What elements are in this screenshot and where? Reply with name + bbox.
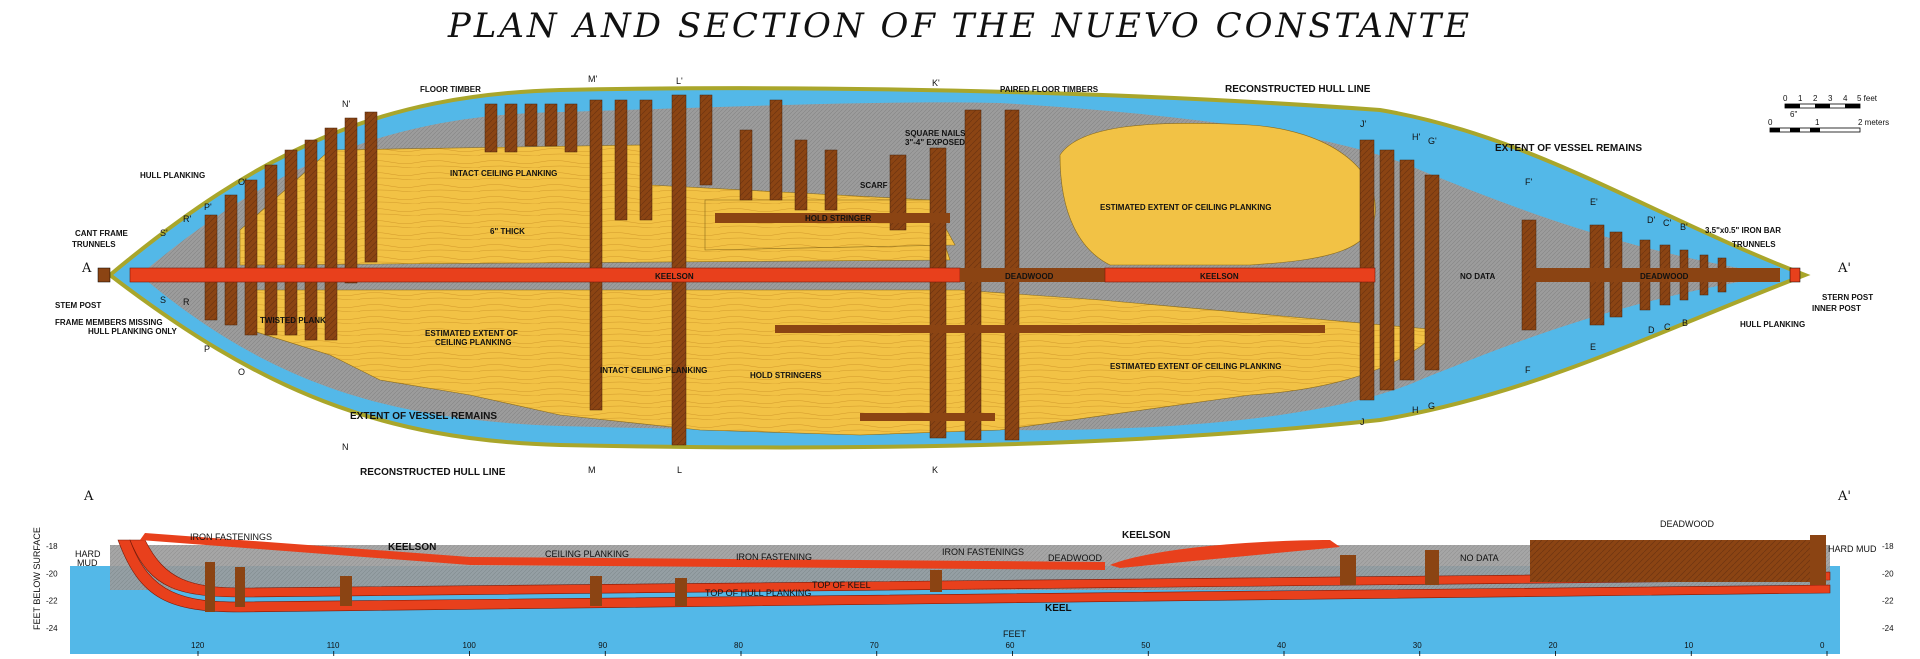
marker-top: E' xyxy=(1590,197,1598,207)
marker-bottom: F xyxy=(1525,365,1531,375)
scale-feet-1: 1 xyxy=(1798,94,1803,103)
diagram-title: PLAN AND SECTION OF THE NUEVO CONSTANTE xyxy=(447,6,1473,46)
label-extent-vessel-right: EXTENT OF VESSEL REMAINS xyxy=(1495,143,1642,154)
label-intact-ceiling-top: INTACT CEILING PLANKING xyxy=(450,169,557,178)
label-square-nails: SQUARE NAILS xyxy=(905,129,966,138)
marker-bottom: M xyxy=(588,465,596,475)
marker-a-prime: A' xyxy=(1837,261,1851,276)
label-floor-timber: FLOOR TIMBER xyxy=(420,85,481,94)
hold-stringer-top xyxy=(715,213,950,223)
marker-bottom: B xyxy=(1682,318,1688,328)
marker-top: D' xyxy=(1647,215,1655,225)
marker-bottom: N xyxy=(342,442,349,452)
label-hold-stringers: HOLD STRINGERS xyxy=(750,371,822,380)
scale-inch-mark: 6" xyxy=(1790,110,1797,119)
label-stem-post: STEM POST xyxy=(55,301,101,310)
marker-bottom: E xyxy=(1590,342,1596,352)
label-estimated-bottom-left-1: ESTIMATED EXTENT OF xyxy=(425,329,518,338)
marker-bottom: K xyxy=(932,465,938,475)
label-hull-planking-right: HULL PLANKING xyxy=(1740,320,1805,329)
label-cant-frame: CANT FRAME xyxy=(75,229,129,238)
marker-bottom: J xyxy=(1360,417,1365,427)
label-keelson-right: KEELSON xyxy=(1200,272,1239,281)
marker-bottom: S xyxy=(160,295,166,305)
marker-top: G' xyxy=(1428,136,1437,146)
label-hull-planking-only: HULL PLANKING ONLY xyxy=(88,327,178,336)
label-deadwood-mid: DEADWOOD xyxy=(1005,272,1054,281)
stem-post xyxy=(97,267,111,283)
label-hold-stringer: HOLD STRINGER xyxy=(805,214,871,223)
marker-a: A xyxy=(81,261,92,276)
marker-top: N' xyxy=(342,99,350,109)
marker-top: R' xyxy=(183,214,191,224)
deadwood-mid xyxy=(960,268,1105,282)
label-extent-vessel-left: EXTENT OF VESSEL REMAINS xyxy=(350,411,497,422)
label-deadwood-right: DEADWOOD xyxy=(1640,272,1689,281)
marker-bottom: O xyxy=(238,367,245,377)
label-intact-ceiling-bottom: INTACT CEILING PLANKING xyxy=(600,366,707,375)
marker-a-prime-lower: A' xyxy=(1837,489,1851,504)
stern-post xyxy=(1789,267,1801,283)
label-reconstructed-hull-bottom: RECONSTRUCTED HULL LINE xyxy=(360,467,506,478)
scale-bar xyxy=(1769,103,1861,133)
marker-bottom: D xyxy=(1648,325,1655,335)
label-stern-post: STERN POST xyxy=(1822,293,1873,302)
label-estimated-top-right: ESTIMATED EXTENT OF CEILING PLANKING xyxy=(1100,203,1271,212)
marker-top: M' xyxy=(588,74,597,84)
marker-top: C' xyxy=(1663,218,1671,228)
marker-bottom: L xyxy=(677,465,682,475)
deadwood-right xyxy=(1530,268,1780,282)
marker-top: F' xyxy=(1525,177,1532,187)
label-estimated-bottom-left-2: CEILING PLANKING xyxy=(435,338,511,347)
marker-bottom: R xyxy=(183,297,190,307)
marker-top: L' xyxy=(676,76,683,86)
label-iron-bar: 3.5"x0.5" IRON BAR xyxy=(1705,226,1781,235)
marker-bottom: C xyxy=(1664,322,1671,332)
scale-feet-4: 4 xyxy=(1843,94,1848,103)
label-hull-planking-left: HULL PLANKING xyxy=(140,171,205,180)
marker-top: J' xyxy=(1360,119,1367,129)
marker-top: P' xyxy=(204,202,212,212)
keelson-left xyxy=(129,267,961,283)
hold-stringer-bottom xyxy=(775,325,1325,333)
marker-bottom: P xyxy=(204,344,210,354)
scale-meter-1: 1 xyxy=(1815,118,1820,127)
marker-bottom: H xyxy=(1412,405,1419,415)
marker-a-lower: A xyxy=(83,489,94,504)
label-scarf: SCARF xyxy=(860,181,888,190)
scale-meter-0: 0 xyxy=(1768,118,1773,127)
label-thick: 6" THICK xyxy=(490,227,525,236)
label-trunnels-left: TRUNNELS xyxy=(72,240,116,249)
marker-bottom: G xyxy=(1428,401,1435,411)
label-frame-members-missing: FRAME MEMBERS MISSING xyxy=(55,318,163,327)
label-keelson-left: KEELSON xyxy=(655,272,694,281)
estimated-ceiling-top-right xyxy=(1059,123,1376,266)
label-square-nails-2: 3"-4" EXPOSED xyxy=(905,138,965,147)
scale-feet-0: 0 xyxy=(1783,94,1788,103)
scale-feet-2: 2 xyxy=(1813,94,1818,103)
label-paired-floor-timbers: PAIRED FLOOR TIMBERS xyxy=(1000,85,1099,94)
marker-top: O' xyxy=(238,177,247,187)
scale-feet-5: 5 feet xyxy=(1857,94,1878,103)
scale-meter-2: 2 meters xyxy=(1858,118,1889,127)
label-reconstructed-hull-top: RECONSTRUCTED HULL LINE xyxy=(1225,84,1371,95)
hold-stringer-bottom-2 xyxy=(860,413,995,421)
marker-top: S' xyxy=(160,228,168,238)
marker-top: H' xyxy=(1412,132,1420,142)
label-estimated-bottom-right: ESTIMATED EXTENT OF CEILING PLANKING xyxy=(1110,362,1281,371)
keelson-right xyxy=(1104,267,1376,283)
scale-feet-3: 3 xyxy=(1828,94,1833,103)
marker-top: K' xyxy=(932,78,940,88)
label-twisted-plank: TWISTED PLANK xyxy=(260,316,326,325)
label-trunnels-right: TRUNNELS xyxy=(1732,240,1776,249)
label-inner-post: INNER POST xyxy=(1812,304,1861,313)
marker-top: B' xyxy=(1680,222,1688,232)
label-no-data: NO DATA xyxy=(1460,272,1495,281)
